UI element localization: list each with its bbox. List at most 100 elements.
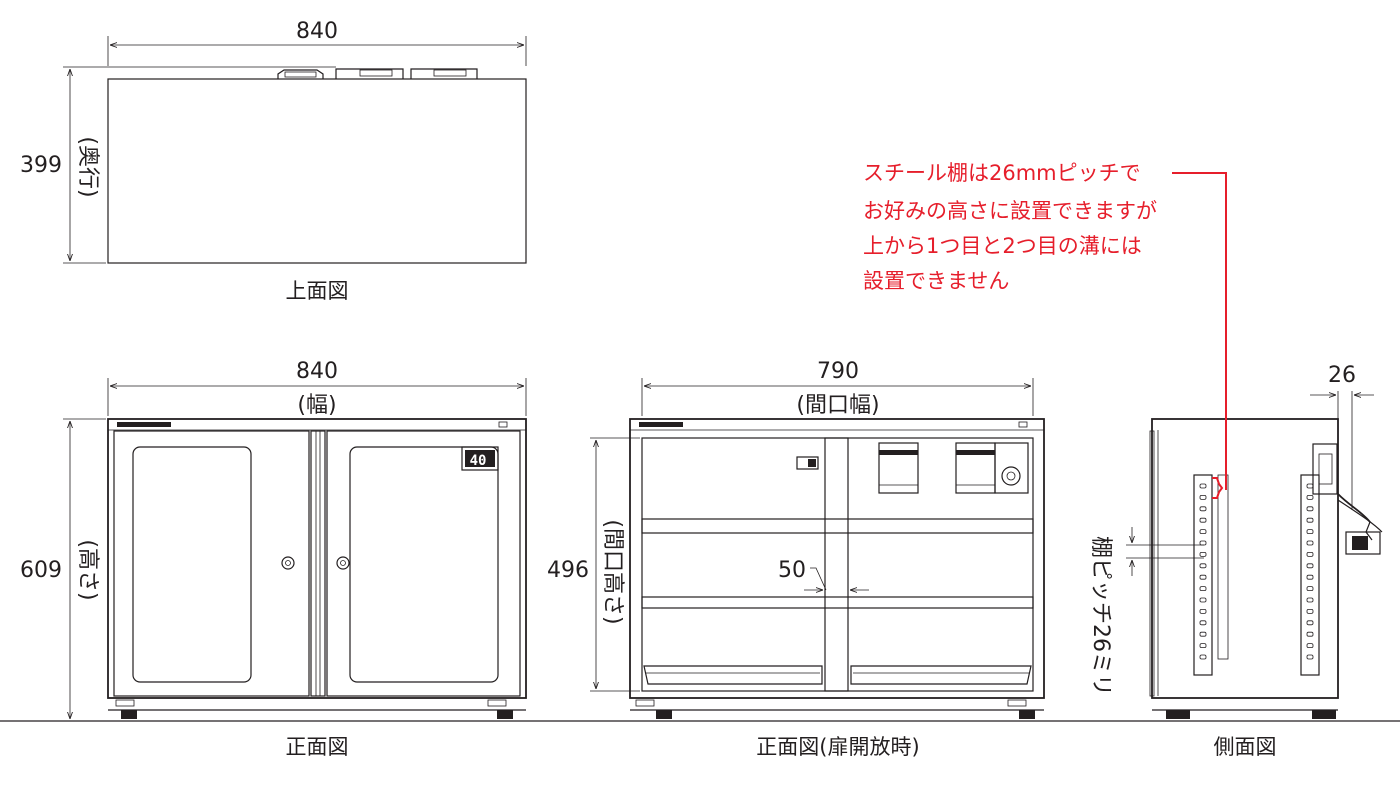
note-bracket [1212,477,1224,499]
front-height-label: (高さ) [75,539,100,600]
humidity-display-value: 40 [470,453,487,469]
center-pillar [310,430,326,697]
brand-logo-open [639,422,683,427]
right-door-window [349,446,499,683]
note-leader-line [1172,172,1227,490]
top-depth-value: 399 [20,153,62,178]
caster-left [115,699,135,707]
bottom-tray-right [850,665,1032,685]
power-plug [1345,531,1381,555]
shelf-note: スチール棚は26mmピッチで お好みの高さに設置できますが 上から1つ目と2つ目… [863,161,1227,499]
control-box [994,442,1029,494]
side-foot-rear [1312,710,1336,719]
rail-slot [1306,494,1314,500]
brand-logo [117,422,171,427]
foot-right-open [1019,710,1035,719]
foot-left-open [656,710,672,719]
foot-right [497,710,513,719]
top-handle-1 [277,69,324,79]
front-open-view: 790 (間口幅) 496 (間口高さ) 50 正面図(扉開放時) [547,359,1045,759]
side-view-caption: 側面図 [1214,735,1277,759]
opening-width-value: 790 [817,359,859,384]
power-switch [796,456,819,470]
side-foot-front [1166,710,1190,719]
rail-slot [1199,631,1207,637]
humidity-display [461,446,499,471]
front-view-caption: 正面図 [286,735,349,759]
indicator-lamp [498,421,508,428]
note-line-3: 上から1つ目と2つ目の溝には [863,234,1142,258]
shelf-rail-front [1193,474,1213,676]
front-width-value: 840 [296,359,338,384]
left-door [113,430,310,697]
top-handle-2 [335,68,404,79]
rail-slot [1306,552,1314,557]
top-handle-3 [410,68,478,79]
rail-slot [1199,529,1207,534]
shelf-lower [641,596,1034,609]
note-line-4: 設置できません [863,269,1009,293]
rail-slot [1306,609,1314,614]
rail-slot [1306,643,1314,648]
right-door-lock [336,556,350,570]
post-width-value: 50 [778,558,806,583]
center-post [824,437,849,692]
rail-slot [1306,506,1314,512]
side-cabinet-body [1151,418,1339,699]
top-view-body [107,78,527,264]
rail-slot [1199,563,1207,569]
rear-power-unit [1312,443,1338,495]
rail-slot [1306,597,1314,603]
side-view: 26 棚ピッチ26ミリ 側面図 [1088,363,1383,759]
left-door-window [132,446,252,683]
right-door [326,430,521,697]
rail-slot [1199,643,1207,648]
front-width-label: (幅) [297,393,336,418]
rail-slot [1306,517,1314,523]
shelf-rail-slots [1199,483,1314,660]
rail-slot [1199,597,1207,603]
inner-opening [641,437,1034,692]
control-dial [1001,466,1021,486]
front-cabinet-body [107,418,527,699]
bottom-tray-left [643,665,823,685]
rail-slot [1306,620,1314,626]
rail-slot [1199,552,1207,557]
front-height-value: 609 [20,558,62,583]
shelf-pitch-label: 棚ピッチ26ミリ [1088,536,1113,696]
note-line-1: スチール棚は26mmピッチで [863,161,1141,185]
top-view: 840 399 (奥行) 上面図 [20,19,527,303]
rail-slot [1199,586,1207,591]
rail-slot [1199,494,1207,500]
rail-slot [1199,483,1207,489]
top-view-caption: 上面図 [286,279,349,303]
rail-slot [1306,586,1314,591]
rail-slot [1306,654,1314,660]
opening-width-label: (間口幅) [796,393,879,418]
power-cord [1337,493,1371,523]
rail-slot [1306,483,1314,489]
caster-right [487,699,507,707]
shelf-rail-rear [1300,474,1320,676]
rail-slot [1306,540,1314,546]
top-width-value: 840 [296,19,338,44]
shelf-upper [641,518,1034,534]
front-open-caption: 正面図(扉開放時) [756,735,919,759]
rail-slot [1199,517,1207,523]
opening-height-value: 496 [547,558,589,583]
rear-depth-value: 26 [1328,363,1356,388]
side-door-edge [1149,430,1155,697]
rail-slot [1306,631,1314,637]
note-line-2: お好みの高さに設置できますが [863,199,1157,223]
rail-slot [1199,609,1207,614]
rail-slot [1306,563,1314,569]
left-door-lock [281,556,295,570]
rail-slot [1199,654,1207,660]
open-cabinet-body [629,418,1045,699]
opening-height-label: (間口高さ) [600,519,625,624]
top-depth-label: (奥行) [75,136,100,197]
rail-slot [1199,506,1207,512]
rail-slot [1199,620,1207,626]
rail-slot [1306,529,1314,534]
